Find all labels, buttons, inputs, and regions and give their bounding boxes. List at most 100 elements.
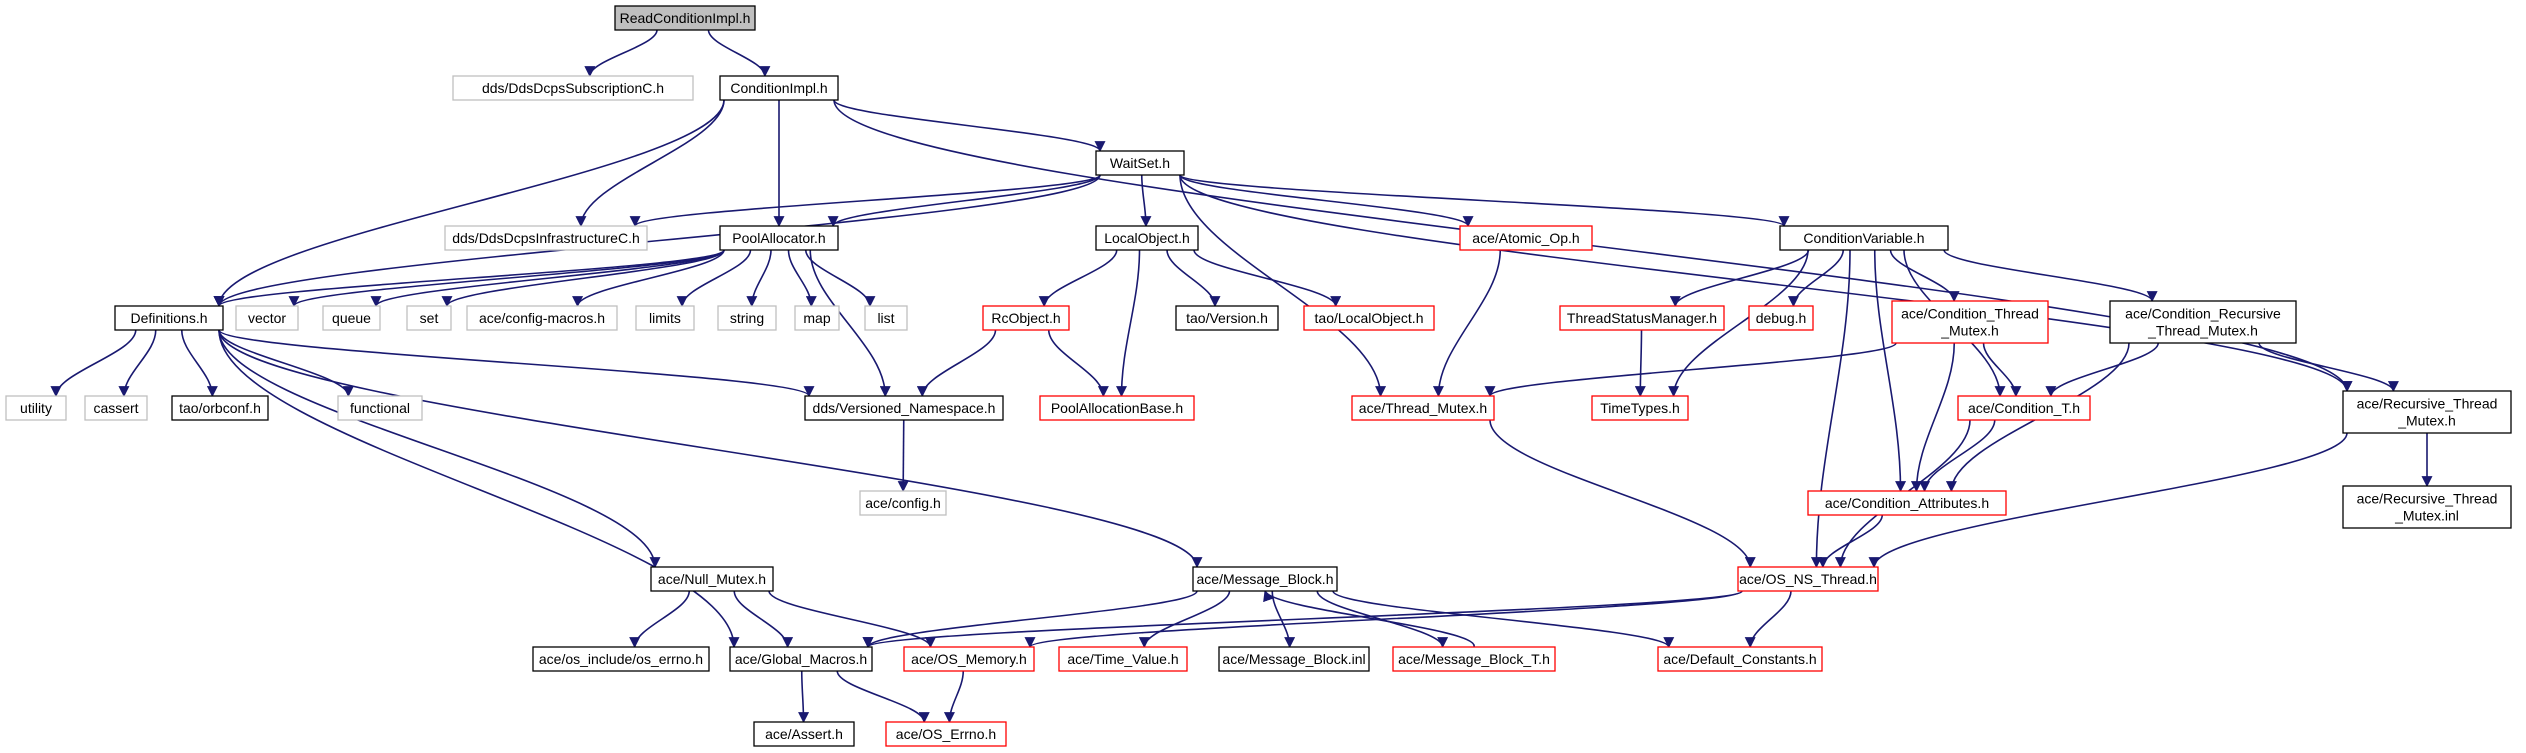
edge-condvar-to-condattr (1873, 249, 1907, 493)
node-timevalue[interactable]: ace/Time_Value.h (1058, 646, 1188, 672)
node-label: utility (20, 400, 52, 416)
node-aceconfig[interactable]: ace/config.h (859, 490, 947, 516)
edge-line (1889, 249, 1960, 303)
node-vector[interactable]: vector (235, 305, 299, 331)
node-functional[interactable]: functional (337, 395, 423, 421)
edge-line (836, 670, 930, 724)
node-condvar[interactable]: ConditionVariable.h (1779, 225, 1949, 251)
node-osmemory[interactable]: ace/OS_Memory.h (903, 646, 1035, 672)
node-label: vector (248, 310, 286, 326)
edge-line (1138, 590, 1231, 649)
node-msgblockinl[interactable]: ace/Message_Block.inl (1218, 646, 1370, 672)
edge-rcobject-to-poolallocbase (1047, 329, 1109, 398)
node-aceassert[interactable]: ace/Assert.h (753, 721, 855, 747)
node-defconst[interactable]: ace/Default_Constants.h (1657, 646, 1823, 672)
node-waitset[interactable]: WaitSet.h (1095, 150, 1185, 176)
node-set[interactable]: set (406, 305, 452, 331)
node-string[interactable]: string (717, 305, 777, 331)
node-versioned[interactable]: dds/Versioned_Namespace.h (804, 395, 1004, 421)
edge-line (1484, 342, 1897, 398)
node-condT[interactable]: ace/Condition_T.h (1957, 395, 2091, 421)
edge-waitset-to-condvar (1179, 174, 1790, 228)
node-label: functional (350, 400, 410, 416)
node-label: dds/Versioned_Namespace.h (813, 400, 996, 416)
edge-waitset-to-localobj (1140, 174, 1152, 228)
node-taoversion[interactable]: tao/Version.h (1175, 305, 1279, 331)
node-nullmutex[interactable]: ace/Null_Mutex.h (650, 566, 774, 592)
node-box (1039, 395, 1195, 421)
node-limits[interactable]: limits (635, 305, 695, 331)
edge-line (1744, 590, 1792, 649)
node-poolalloc[interactable]: PoolAllocator.h (719, 225, 839, 251)
edge-condrecursive-to-recursivemutex (2258, 342, 2399, 393)
node-recursivemutex[interactable]: ace/Recursive_Thread_Mutex.h (2342, 390, 2512, 434)
node-recursiveinl[interactable]: ace/Recursive_Thread_Mutex.inl (2342, 485, 2512, 529)
edge-condimpl-to-ddsinfra (575, 99, 725, 228)
node-utility[interactable]: utility (5, 395, 67, 421)
node-globalmacros[interactable]: ace/Global_Macros.h (729, 646, 873, 672)
node-map[interactable]: map (794, 305, 840, 331)
edge-osnsthread-to-globalmacros (862, 590, 1743, 649)
node-label: ace/config-macros.h (479, 310, 605, 326)
edge-line (676, 249, 752, 308)
node-poolallocbase[interactable]: PoolAllocationBase.h (1039, 395, 1195, 421)
node-rcobject[interactable]: RcObject.h (982, 305, 1070, 331)
node-label: _Mutex.inl (2394, 508, 2459, 524)
node-oserrnoh[interactable]: ace/OS_Errno.h (885, 721, 1007, 747)
edge-line (798, 670, 810, 724)
node-osnsthread[interactable]: ace/OS_NS_Thread.h (1737, 566, 1879, 592)
edge-line (1179, 174, 1790, 228)
edge-line (897, 419, 909, 493)
node-timetypes[interactable]: TimeTypes.h (1591, 395, 1689, 421)
node-label: ace/Thread_Mutex.h (1359, 400, 1487, 416)
node-queue[interactable]: queue (322, 305, 381, 331)
node-ddsinfra[interactable]: dds/DdsDcpsInfrastructureC.h (444, 225, 648, 251)
node-threadstatus[interactable]: ThreadStatusManager.h (1559, 305, 1725, 331)
node-msgblock[interactable]: ace/Message_Block.h (1192, 566, 1338, 592)
edge-line (584, 29, 658, 78)
node-box (885, 721, 1007, 747)
node-box (5, 395, 67, 421)
node-box (804, 395, 1004, 421)
edge-line (118, 329, 157, 398)
node-condthreadmutex[interactable]: ace/Condition_Thread_Mutex.h (1891, 300, 2049, 344)
node-orbconf[interactable]: tao/orbconf.h (171, 395, 269, 421)
node-cassert[interactable]: cassert (84, 395, 148, 421)
edge-line (1038, 249, 1118, 308)
node-definitions[interactable]: Definitions.h (114, 305, 224, 331)
node-box (1095, 225, 1199, 251)
edge-definitions-to-msgblock (218, 329, 1203, 569)
node-label: ace/Time_Value.h (1067, 651, 1178, 667)
node-box (729, 646, 873, 672)
edge-line (2045, 342, 2160, 398)
node-ddssub[interactable]: dds/DdsDcpsSubscriptionC.h (452, 75, 694, 101)
node-msgblockT[interactable]: ace/Message_Block_T.h (1392, 646, 1556, 672)
edge-line (1982, 342, 2022, 398)
node-box (614, 5, 756, 31)
node-box (717, 305, 777, 331)
node-condrecursive[interactable]: ace/Condition_Recursive_Thread_Mutex.h (2109, 300, 2297, 344)
node-oserrno[interactable]: ace/os_include/os_errno.h (532, 646, 710, 672)
edge-line (218, 329, 1203, 569)
edge-line (441, 249, 725, 308)
node-box (1957, 395, 2091, 421)
node-label: map (803, 310, 830, 326)
node-box (982, 305, 1070, 331)
node-box (753, 721, 855, 747)
node-taolocalobj[interactable]: tao/LocalObject.h (1303, 305, 1435, 331)
node-debug[interactable]: debug.h (1748, 305, 1814, 331)
node-label: ace/Condition_Attributes.h (1825, 495, 1989, 511)
node-localobj[interactable]: LocalObject.h (1095, 225, 1199, 251)
node-readcond[interactable]: ReadConditionImpl.h (614, 5, 756, 31)
node-list[interactable]: list (864, 305, 908, 331)
node-threadmutex[interactable]: ace/Thread_Mutex.h (1351, 395, 1495, 421)
edge-condvar-to-threadstatus (1669, 249, 1810, 308)
node-condimpl[interactable]: ConditionImpl.h (719, 75, 839, 101)
edge-line (180, 329, 218, 398)
edge-localobj-to-taoversion (1166, 249, 1221, 308)
node-label: tao/orbconf.h (179, 400, 261, 416)
node-condattr[interactable]: ace/Condition_Attributes.h (1807, 490, 2007, 516)
node-label: PoolAllocationBase.h (1051, 400, 1183, 416)
node-atomicop[interactable]: ace/Atomic_Op.h (1459, 225, 1593, 251)
node-configmacros[interactable]: ace/config-macros.h (466, 305, 618, 331)
